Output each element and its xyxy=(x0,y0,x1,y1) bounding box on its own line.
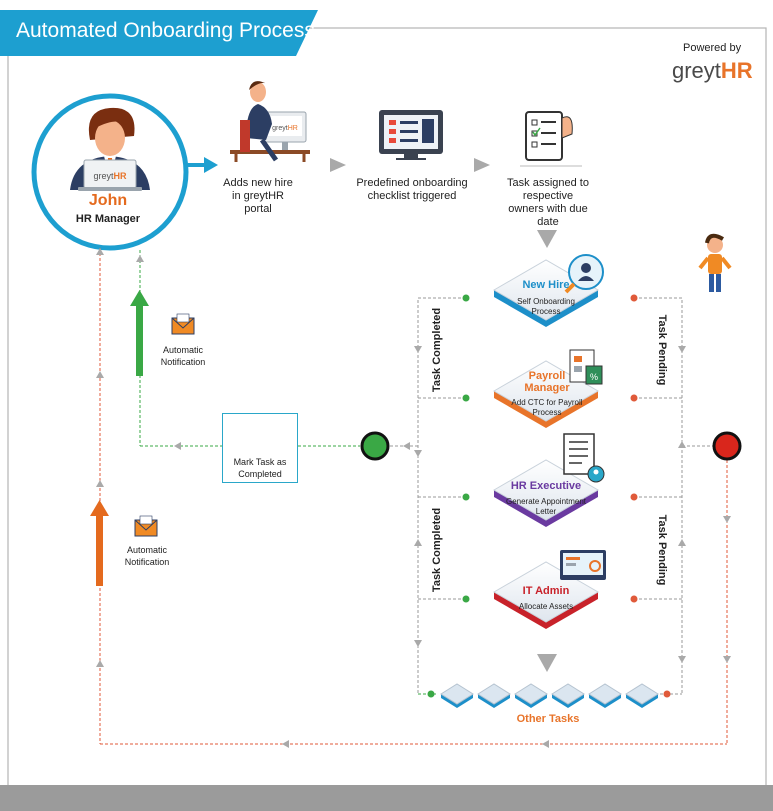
task-card-subtitle: Allocate Assets xyxy=(518,602,574,611)
svg-text:%: % xyxy=(590,372,598,382)
other-task-tiles xyxy=(440,683,659,708)
manager-circle: greytHR xyxy=(31,93,189,251)
step-arrow-2-icon xyxy=(474,158,490,172)
task-card-subtitle: Self Onboarding Process xyxy=(517,297,575,316)
manager-name: John xyxy=(88,192,128,209)
flow-arrow-right-icon xyxy=(204,157,218,173)
clipboard-icon xyxy=(520,111,582,167)
manager-laptop-icon: greytHR xyxy=(78,159,142,191)
task-completed-label: Task Completed xyxy=(431,307,443,393)
envelope-icon xyxy=(134,515,158,537)
task-card-subtitle: Generate Appointment Letter xyxy=(505,497,587,516)
powered-by-label: Powered by xyxy=(683,42,742,54)
step-arrow-1-icon xyxy=(330,158,346,172)
small-arrows xyxy=(96,248,731,748)
other-task-tile xyxy=(477,683,511,708)
step-2-label: Predefined onboarding checklist triggere… xyxy=(356,177,468,202)
step-3-label: Task assigned to respective owners with … xyxy=(507,177,589,228)
page-title: Automated Onboarding Process xyxy=(16,19,315,42)
employee-at-desk-icon: greytHR xyxy=(230,81,310,162)
down-arrow-icon xyxy=(537,654,557,672)
pending-status-icon xyxy=(712,431,742,461)
task-pending-label: Task Pending xyxy=(656,514,668,586)
other-task-tile xyxy=(514,683,548,708)
orange-up-arrow-icon xyxy=(90,500,109,586)
step-1-label: Adds new hire in greytHR portal xyxy=(223,177,293,215)
mark-task-completed-box xyxy=(222,413,298,483)
svg-text:greytHR: greytHR xyxy=(272,125,298,132)
monitor-checklist-icon xyxy=(379,110,443,160)
task-card-title: Payroll Manager xyxy=(524,370,570,394)
manager-role: HR Manager xyxy=(75,213,141,225)
down-arrow-icon xyxy=(537,230,557,248)
document-person-icon xyxy=(563,433,605,483)
footer-bar xyxy=(0,785,773,811)
task-pending-label: Task Pending xyxy=(656,314,668,386)
other-task-tile xyxy=(588,683,622,708)
connector-lines xyxy=(99,248,728,745)
monitor-settings-icon xyxy=(560,550,606,580)
other-task-tile xyxy=(551,683,585,708)
envelope-icon xyxy=(171,313,195,335)
task-card-title: New Hire xyxy=(522,279,570,291)
connector-dots xyxy=(427,294,671,698)
task-card-title: IT Admin xyxy=(522,585,570,597)
other-task-tile xyxy=(625,683,659,708)
completed-status-icon xyxy=(360,431,390,461)
other-task-tile xyxy=(440,683,474,708)
task-card xyxy=(492,459,600,527)
greythr-logo: greytHR xyxy=(672,58,753,83)
title-banner xyxy=(0,10,318,56)
task-completed-label: Task Completed xyxy=(431,507,443,593)
other-tasks-label: Other Tasks xyxy=(516,713,580,725)
confused-person-icon xyxy=(698,233,732,292)
calculator-icon: % xyxy=(569,349,603,385)
green-up-arrow-icon xyxy=(130,290,149,376)
task-card-subtitle: Add CTC for Payroll Process xyxy=(511,398,583,417)
task-card-title: HR Executive xyxy=(510,480,582,492)
laptop-logo: greytHR xyxy=(93,171,127,181)
magnifier-person-icon xyxy=(564,254,604,294)
